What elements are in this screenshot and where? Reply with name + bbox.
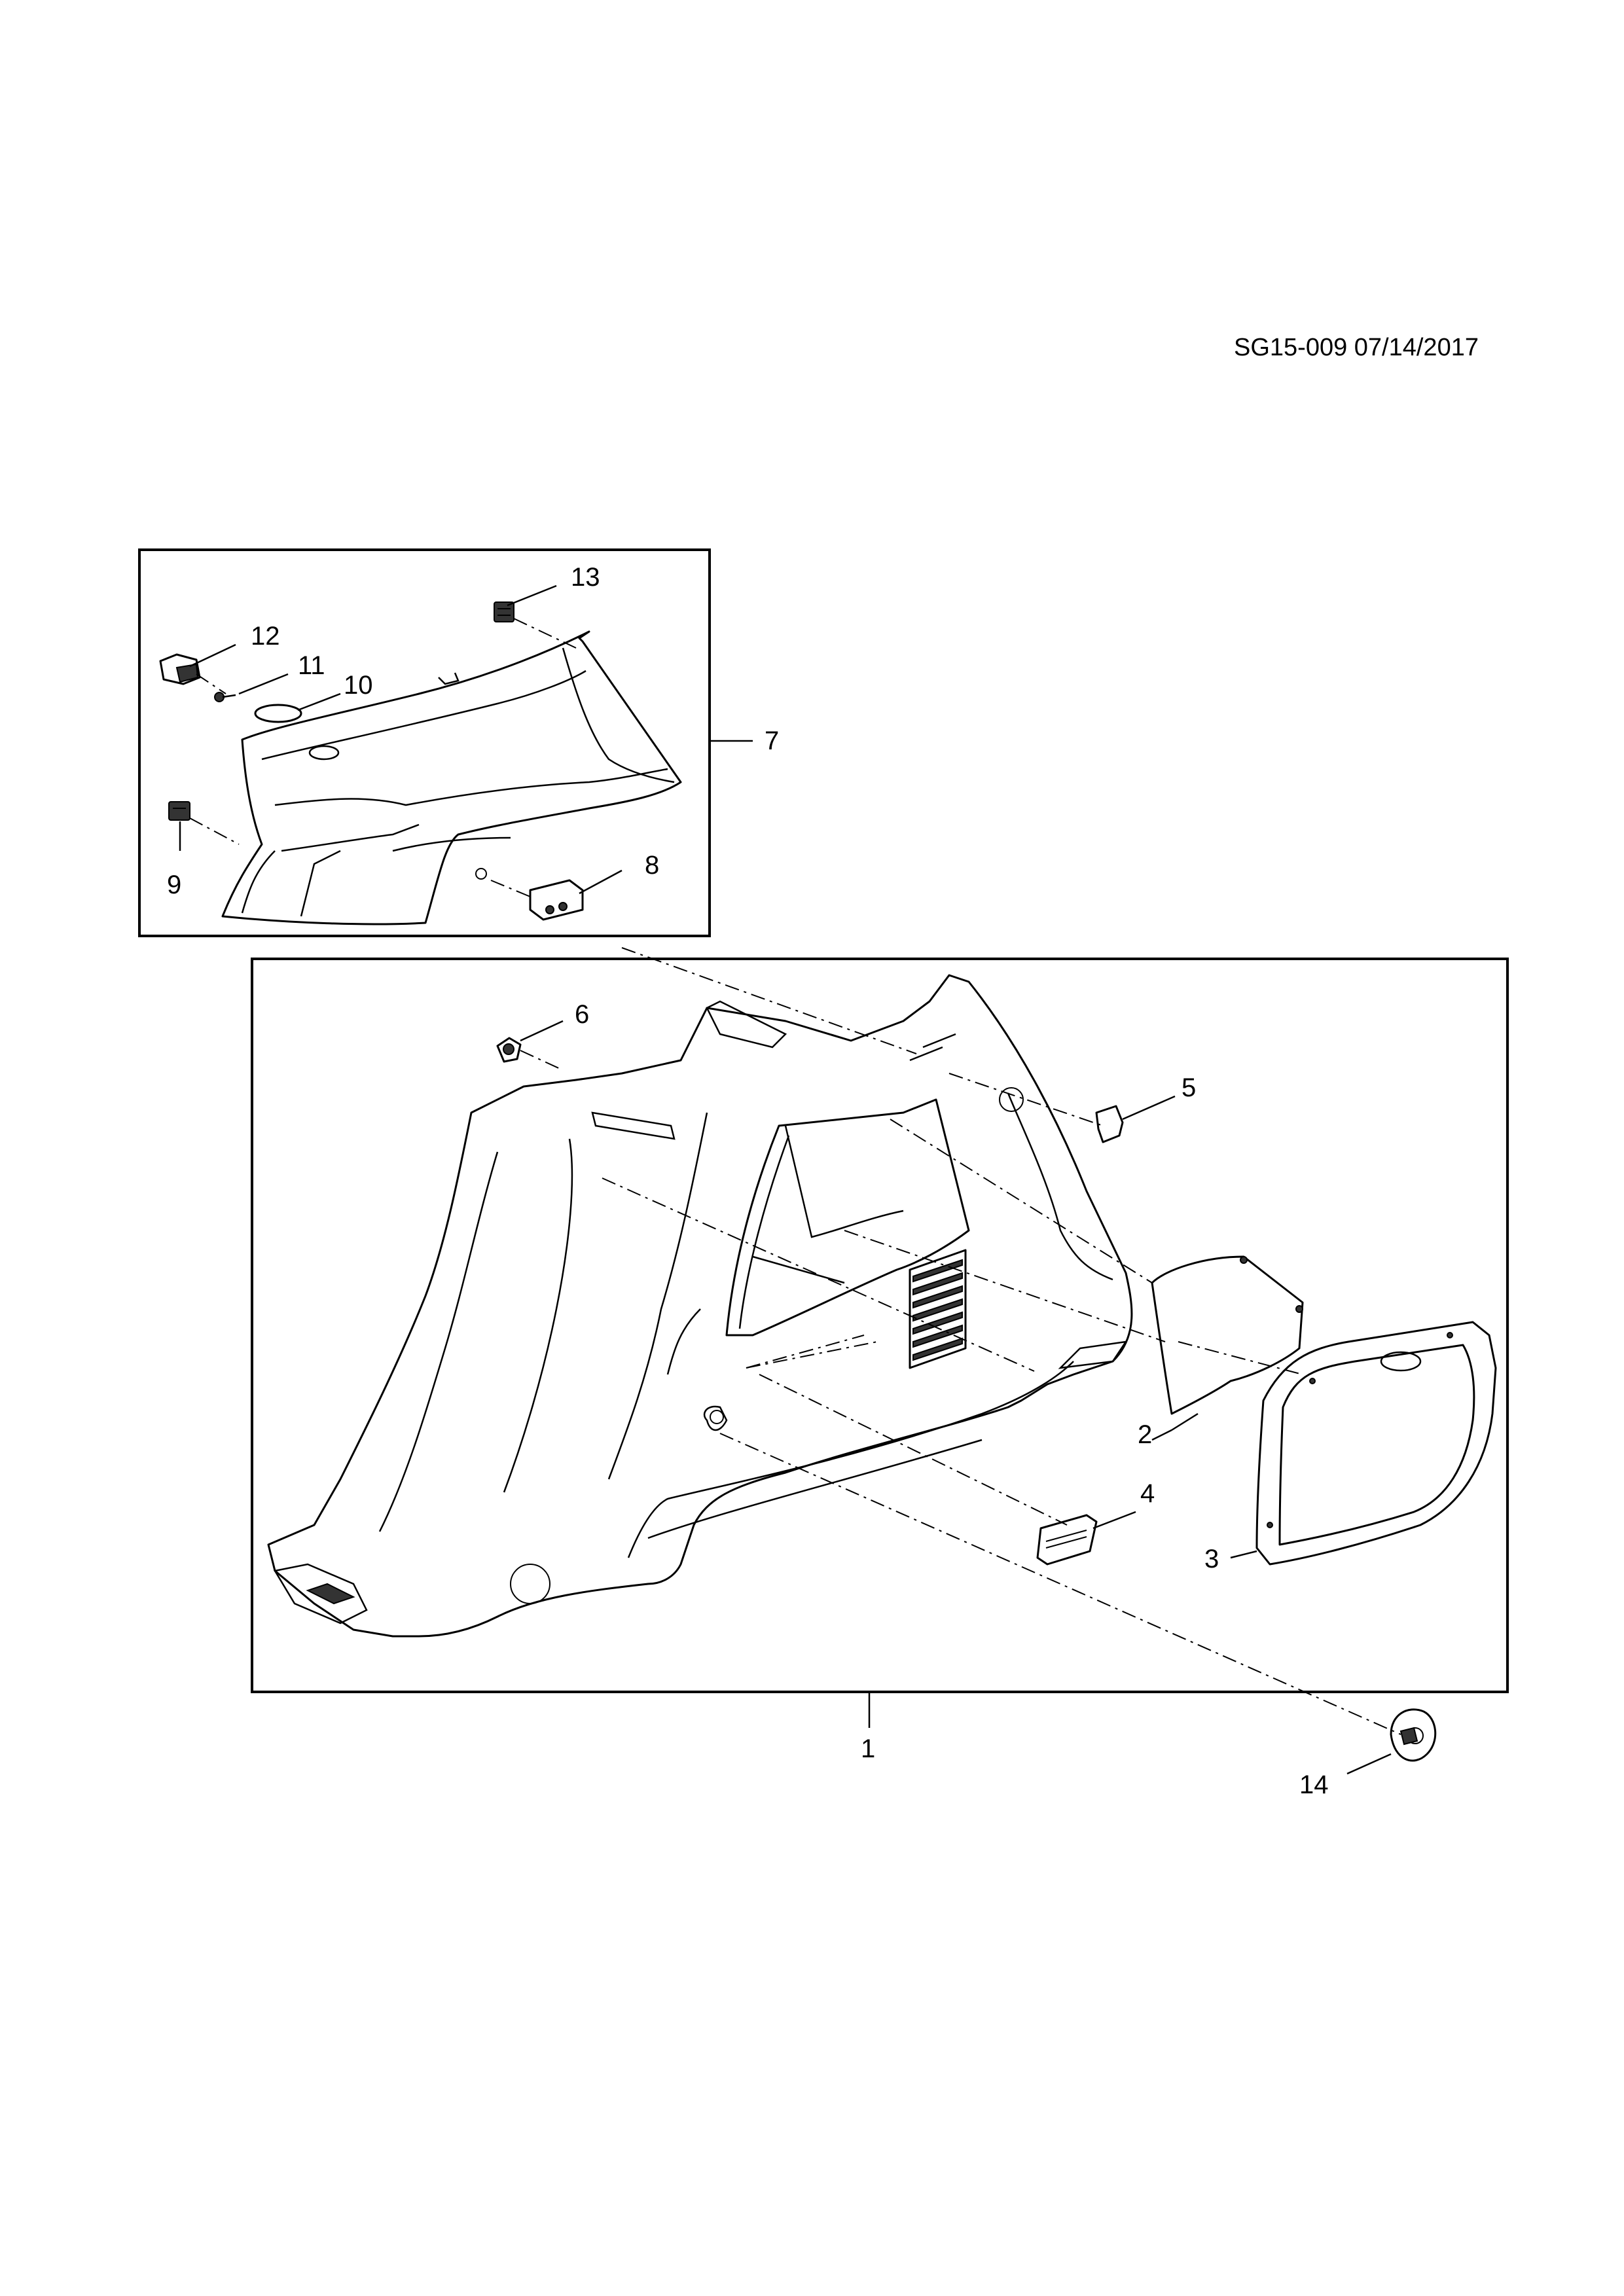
clip-9 [168,801,190,821]
cap-5 [1095,1105,1124,1143]
callout-10: 10 [344,671,373,700]
callout-6: 6 [575,1000,589,1029]
callout-9: 9 [167,870,181,899]
callout-12: 12 [251,622,280,651]
clip-6 [496,1037,522,1063]
callout-4: 4 [1140,1479,1155,1508]
callout-8: 8 [645,851,659,880]
callout-3: 3 [1204,1545,1219,1573]
lower-detail-frame [251,958,1509,1693]
storage-frame-3 [1255,1321,1497,1566]
screw-11 [214,692,236,702]
upper-detail-frame [138,548,711,937]
callout-13: 13 [571,563,600,592]
vent-grille [909,1249,967,1369]
quarter-trim-panel [267,974,1133,1638]
storage-cover-2 [1151,1255,1304,1415]
callout-11: 11 [298,651,325,680]
callout-7: 7 [765,726,779,755]
callout-2: 2 [1138,1420,1152,1449]
tie-down-hook-14 [1390,1708,1437,1762]
clip-13 [494,601,514,622]
cover-4 [1036,1514,1098,1566]
retainer-12 [159,653,201,685]
callout-1: 1 [861,1734,875,1763]
document-id: SG15-009 07/14/2017 [1234,334,1479,361]
callout-5: 5 [1182,1073,1196,1102]
upper-trim-panel [221,630,682,925]
bracket-8 [529,879,584,921]
callout-14: 14 [1299,1770,1329,1799]
cover-10 [254,704,302,723]
